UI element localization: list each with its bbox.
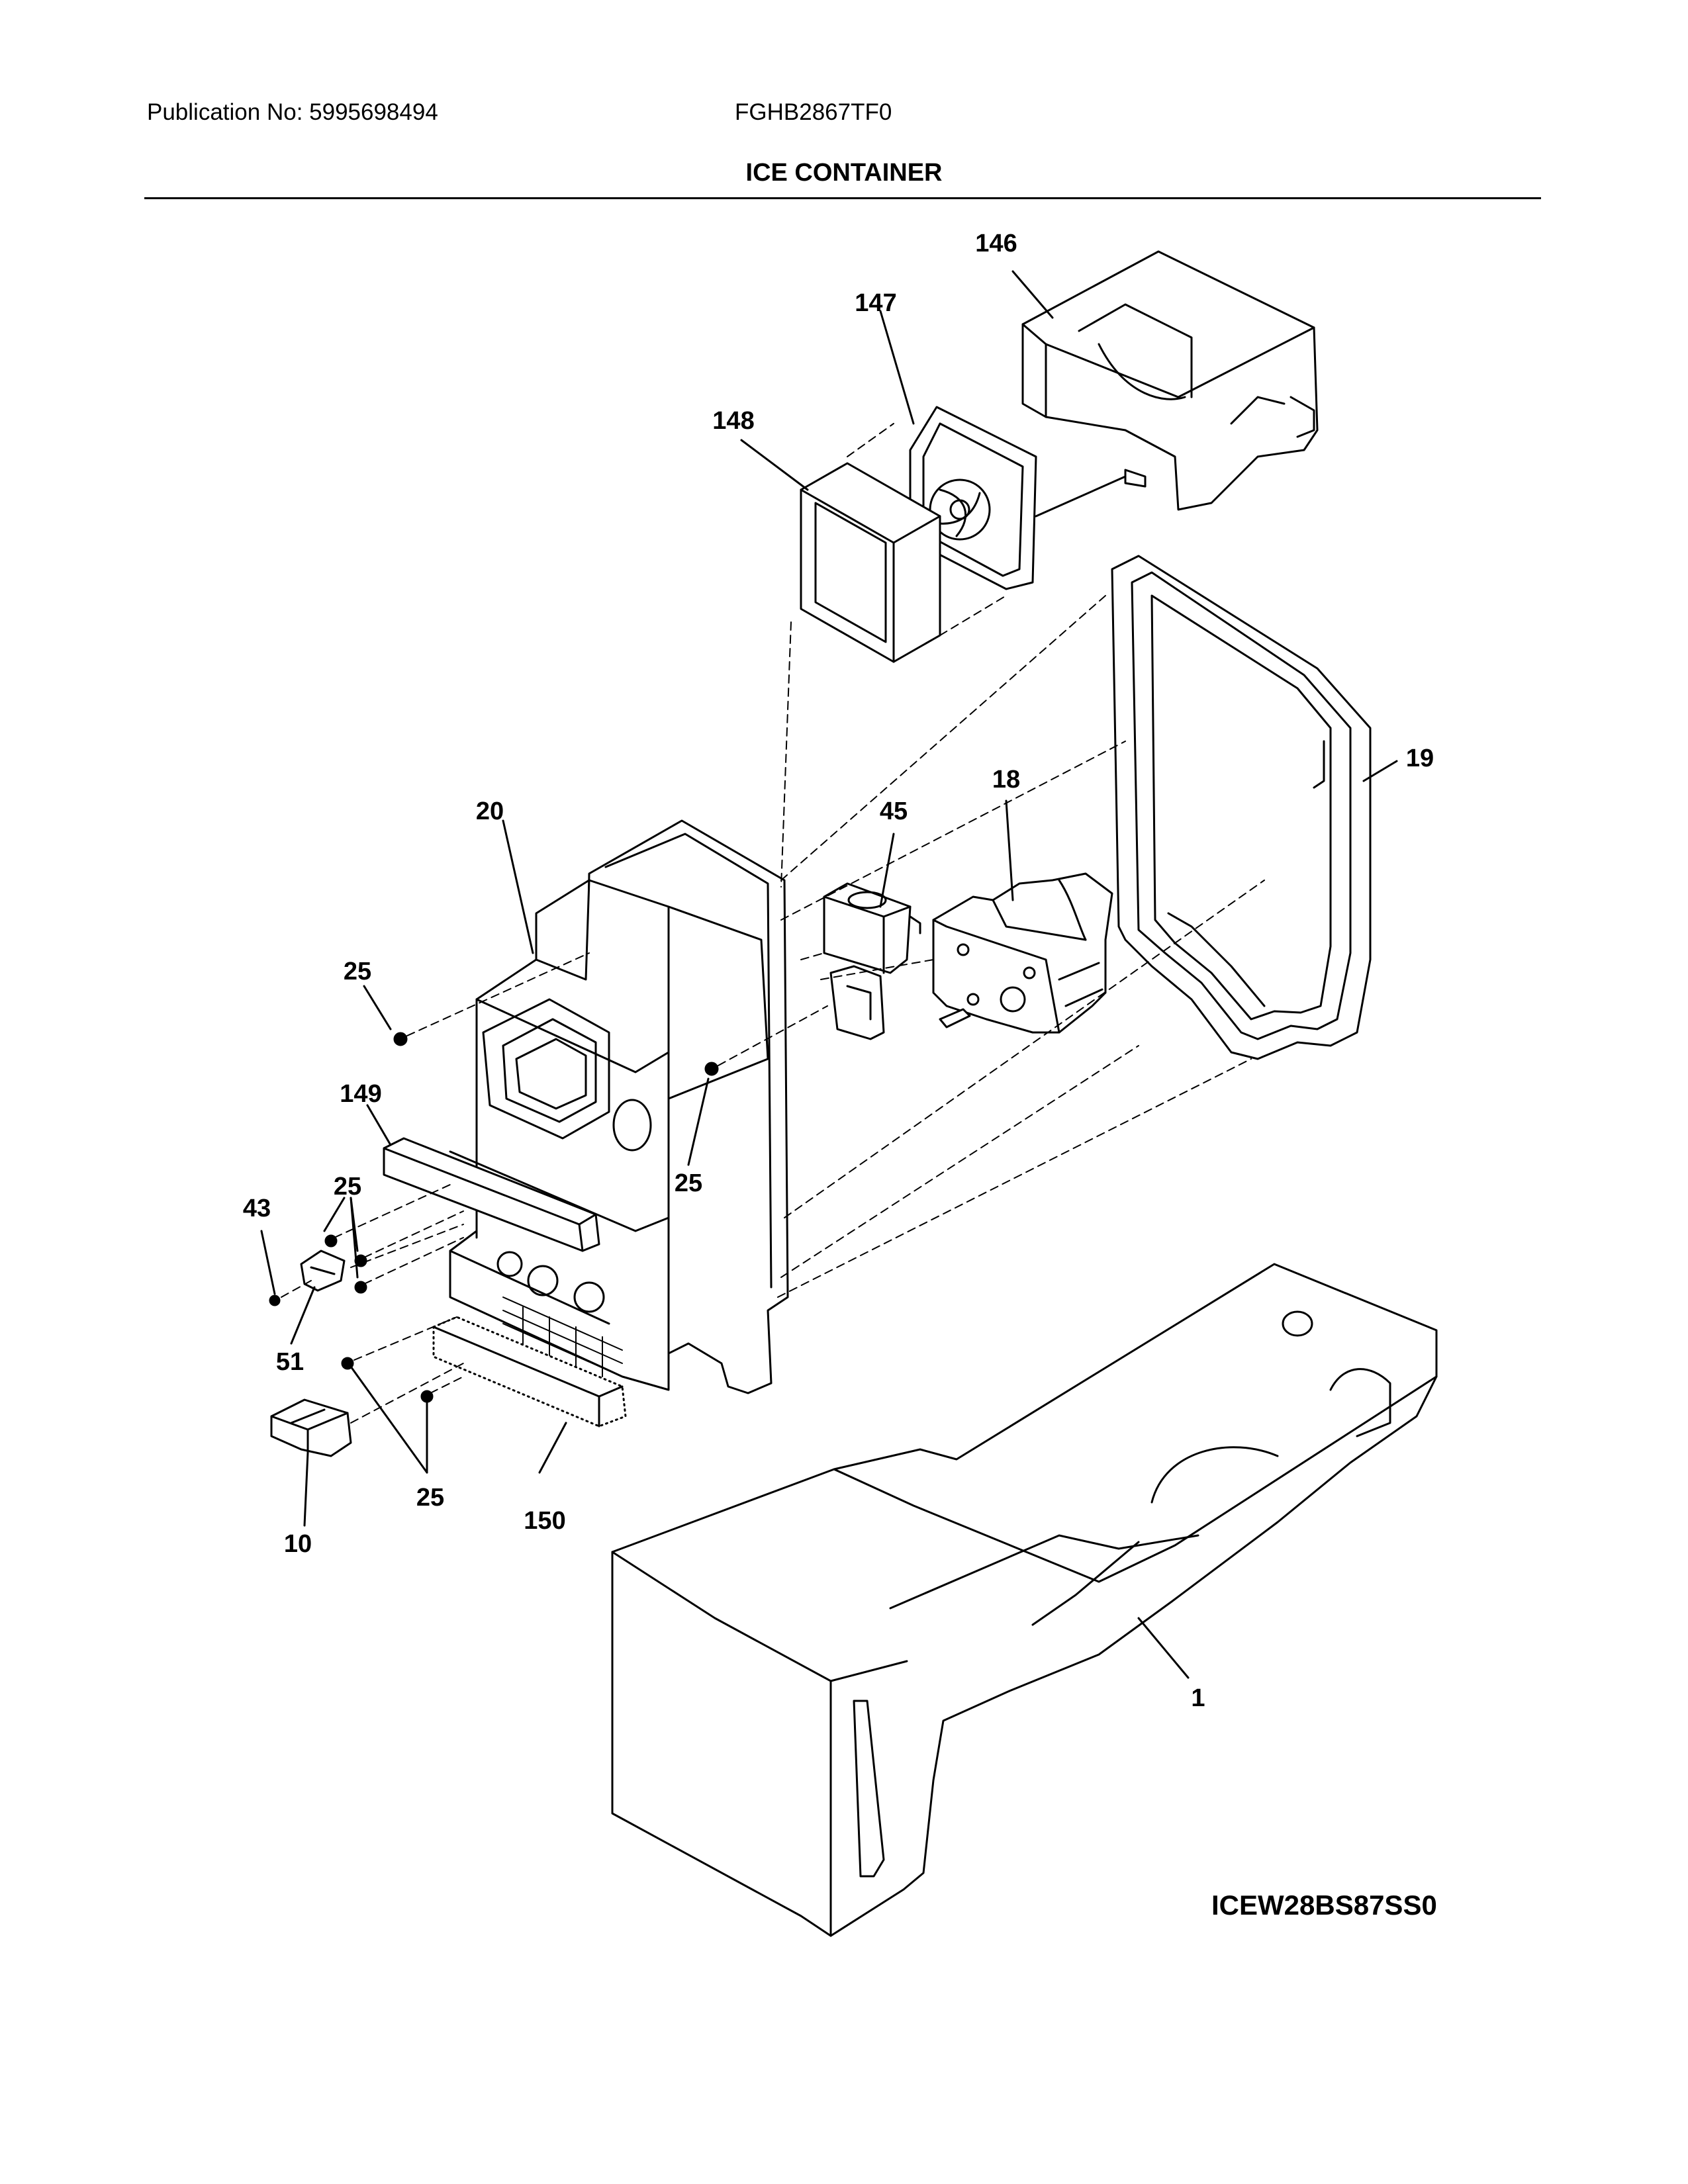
part-147-fan xyxy=(909,406,1147,590)
diagram-code: ICEW28BS87SS0 xyxy=(1211,1889,1437,1921)
page-title: ICE CONTAINER xyxy=(745,159,943,187)
part-45-solenoid xyxy=(823,882,921,1040)
part-150-foam-strip xyxy=(432,1316,627,1428)
model-number: FGHB2867TF0 xyxy=(735,99,892,125)
callout-149: 149 xyxy=(340,1080,381,1108)
part-20-ice-chute-housing xyxy=(449,819,789,1394)
title-rule xyxy=(144,197,1541,199)
callout-18: 18 xyxy=(992,766,1020,794)
callout-10: 10 xyxy=(284,1530,312,1558)
part-51-clip xyxy=(300,1250,346,1292)
assembly-lines xyxy=(281,423,1265,1424)
callout-43: 43 xyxy=(243,1195,271,1222)
part-146-fan-housing xyxy=(1021,250,1319,511)
part-19-gasket-frame xyxy=(1111,555,1372,1060)
callout-148: 148 xyxy=(712,407,754,435)
part-148-fan-shroud xyxy=(800,462,941,663)
publication-number: Publication No: 5995698494 xyxy=(147,99,438,125)
screws-25-43 xyxy=(269,1032,719,1403)
part-10-bracket xyxy=(270,1398,352,1457)
callout-1: 1 xyxy=(1191,1684,1205,1712)
callout-45: 45 xyxy=(880,797,908,825)
part-1-ice-bucket xyxy=(611,1263,1438,1937)
callout-25-right: 25 xyxy=(675,1169,702,1197)
part-18-auger-motor xyxy=(932,872,1113,1034)
callout-146: 146 xyxy=(975,230,1017,257)
leader-lines xyxy=(260,270,1398,1679)
callout-19: 19 xyxy=(1406,745,1434,772)
callout-25-bottom: 25 xyxy=(416,1484,444,1512)
callout-25-middle: 25 xyxy=(334,1173,361,1201)
callout-25-top: 25 xyxy=(344,958,371,985)
callout-51: 51 xyxy=(276,1348,304,1376)
part-149-foam-strip xyxy=(383,1137,600,1252)
callout-150: 150 xyxy=(524,1507,565,1535)
callout-20: 20 xyxy=(476,797,504,825)
callout-147: 147 xyxy=(855,289,896,317)
